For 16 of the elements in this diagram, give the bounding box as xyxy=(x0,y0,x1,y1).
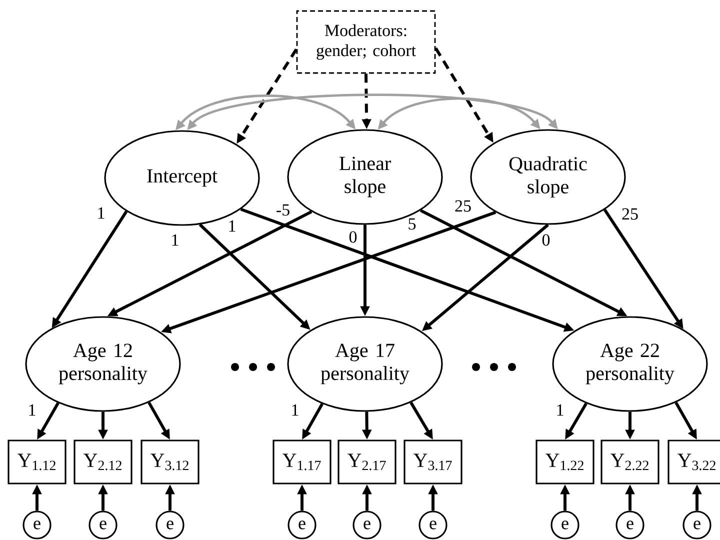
edge-label: 1 xyxy=(172,234,178,246)
indicator-box: Y$_{1.22}$ xyxy=(536,440,594,484)
edge-label: 0 xyxy=(349,231,357,243)
edge-label: 0 xyxy=(542,234,550,246)
indicator-box: Y$_{3.12}$ xyxy=(140,440,200,484)
edge-label: -5 xyxy=(276,204,290,216)
moderator-box: Moderators: gender; cohort xyxy=(296,10,436,74)
indicator-box: Y$_{1.12}$ xyxy=(8,440,66,484)
indicator-box: Y$_{2.22}$ xyxy=(600,440,660,484)
edge-label: 25 xyxy=(455,200,471,212)
indicator-box: Y$_{1.17}$ xyxy=(272,440,332,484)
indicator-box: Y$_{2.12}$ xyxy=(74,440,132,484)
indicator-box: Y$_{3.22}$ xyxy=(668,440,720,484)
indicator-box: Y$_{3.17}$ xyxy=(404,440,462,484)
indicator-box: Y$_{2.17}$ xyxy=(338,440,396,484)
edge-label: 1 xyxy=(98,207,104,219)
